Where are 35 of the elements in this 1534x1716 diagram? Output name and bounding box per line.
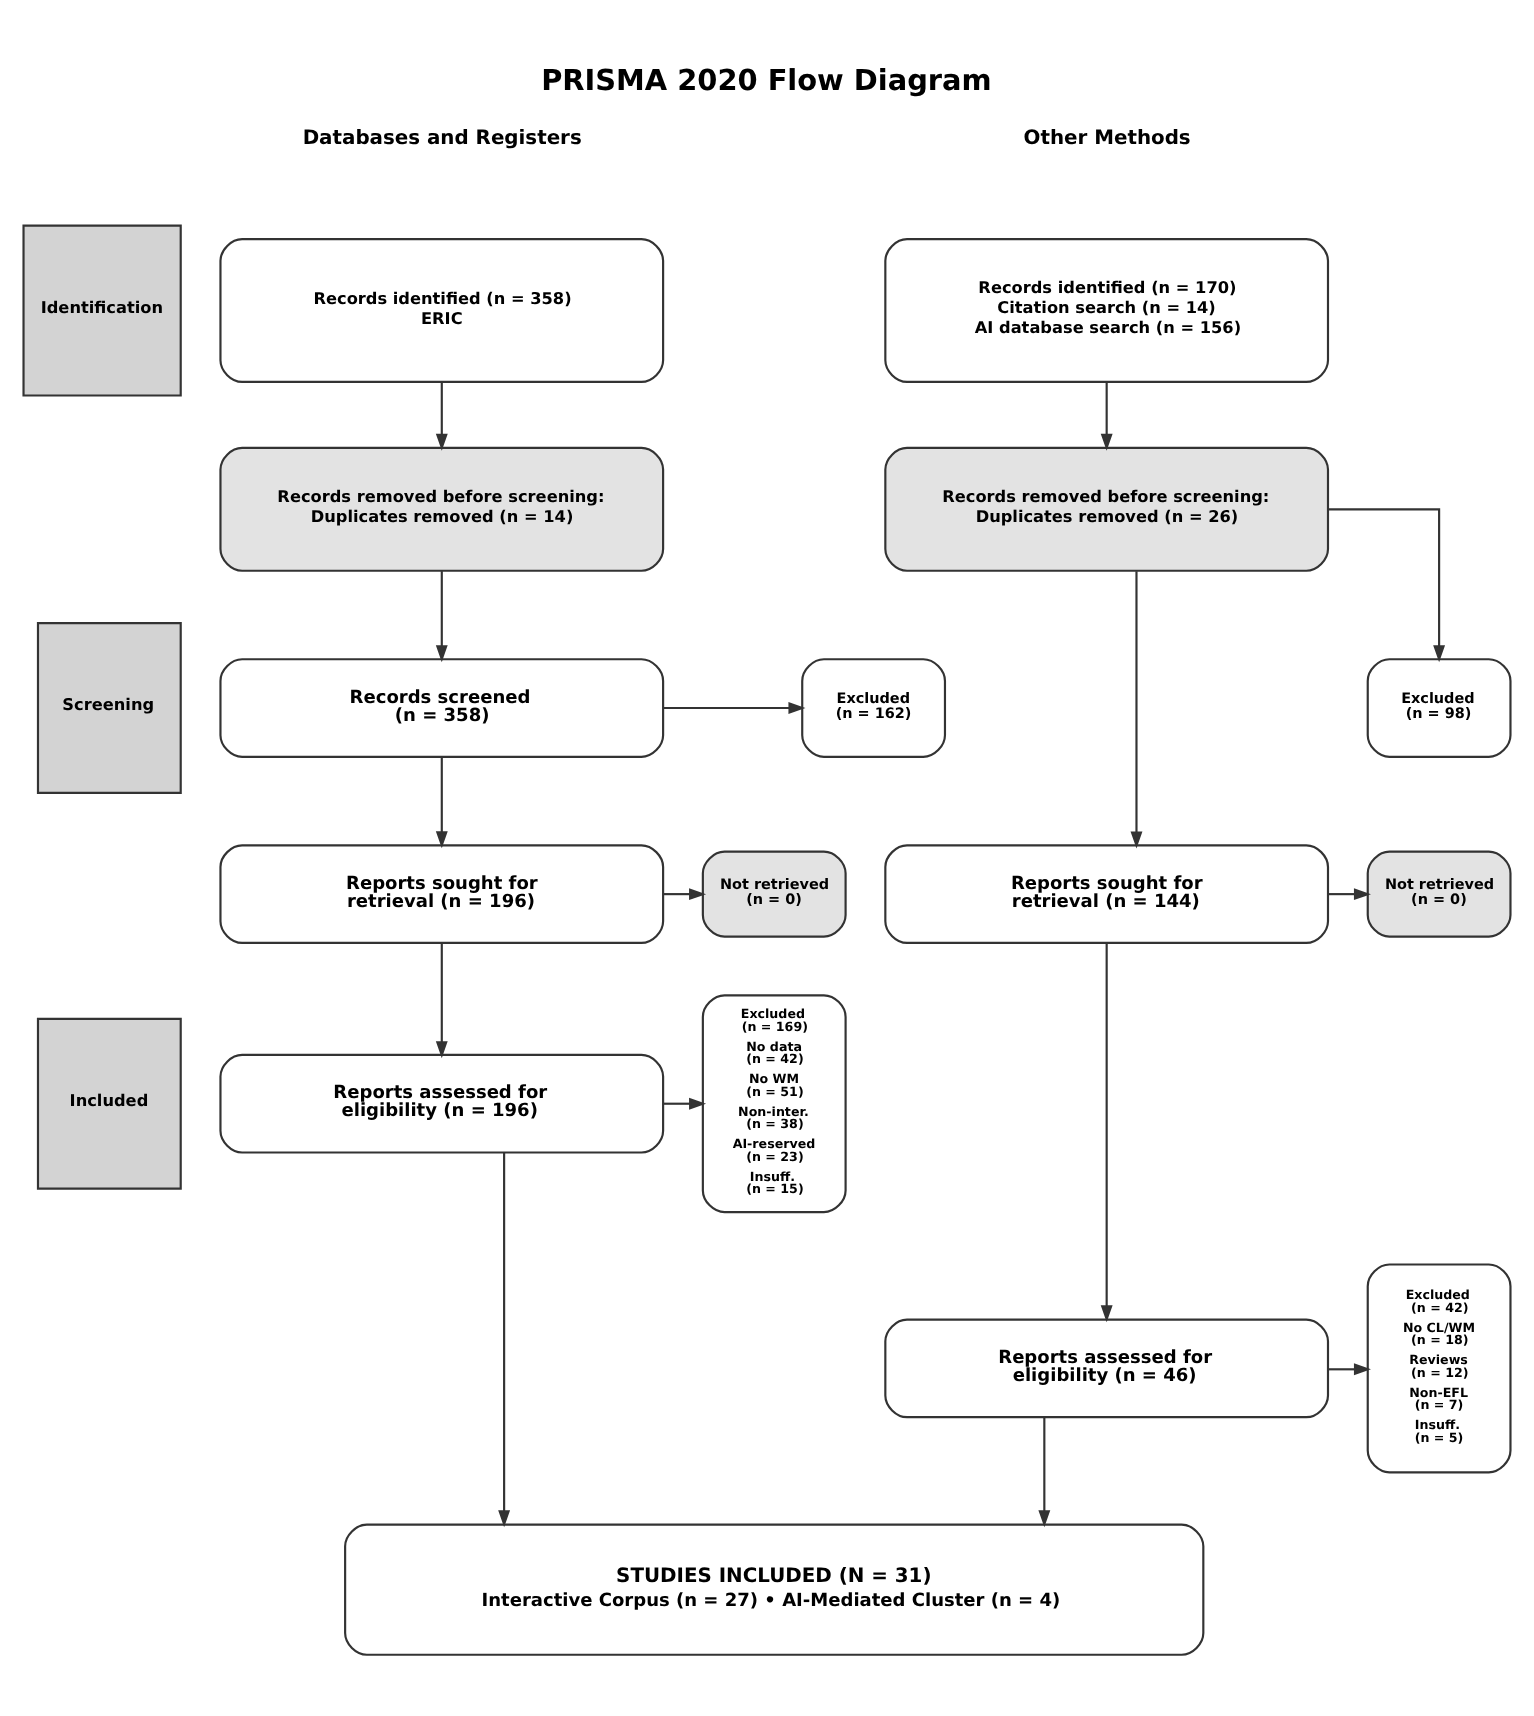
arrow [1328, 1363, 1371, 1376]
node-box: Records identified (n = 170) Citation search (n = 14) AI database search (n = 156) [884, 238, 1330, 383]
arrow [435, 756, 448, 849]
node-box: Not retrieved (n = 0) [701, 850, 847, 938]
node-box: Identification [22, 224, 182, 397]
diagram-title: PRISMA 2020 Flow Diagram [541, 65, 992, 98]
arrow [663, 702, 806, 714]
node-box: Records screened (n = 358) [219, 658, 665, 758]
arrow [435, 943, 448, 1059]
node-box: Reports assessed for eligibility (n = 196) [219, 1053, 665, 1154]
node-box: Screening [36, 622, 182, 795]
node-box: Records identified (n = 358) ERIC [219, 238, 665, 383]
arrow [1130, 571, 1143, 849]
label: Databases and Registers [302, 127, 582, 150]
node-box: Records removed before screening: Duplicates removed (n = 14) [219, 446, 665, 572]
node-box: Excluded (n = 98) [1366, 658, 1512, 758]
arrow [1038, 1417, 1051, 1528]
node-box: Reports assessed for eligibility (n = 46) [884, 1318, 1330, 1419]
arrow [498, 1152, 511, 1528]
arrow [435, 382, 448, 451]
arrow [1328, 888, 1371, 901]
label: Other Methods [1023, 127, 1191, 150]
arrow [1100, 943, 1113, 1323]
node-box: Not retrieved (n = 0) [1366, 850, 1512, 938]
node-box: Included [36, 1017, 182, 1190]
arrow [1328, 508, 1446, 663]
node-box: Reports sought for retrieval (n = 144) [884, 844, 1330, 944]
node-box: Excluded (n = 162) [801, 658, 947, 758]
arrow [663, 1097, 707, 1110]
arrow [435, 571, 448, 663]
node-box: STUDIES INCLUDED (N = 31) Interactive Corpus (n = 27) • AI-Mediated Cluster (n = 4) [344, 1523, 1205, 1656]
node-box: Records removed before screening: Duplicates removed (n = 26) [884, 446, 1330, 572]
node-box: Reports sought for retrieval (n = 196) [219, 844, 665, 944]
arrow [1100, 382, 1113, 451]
arrow [663, 888, 707, 901]
